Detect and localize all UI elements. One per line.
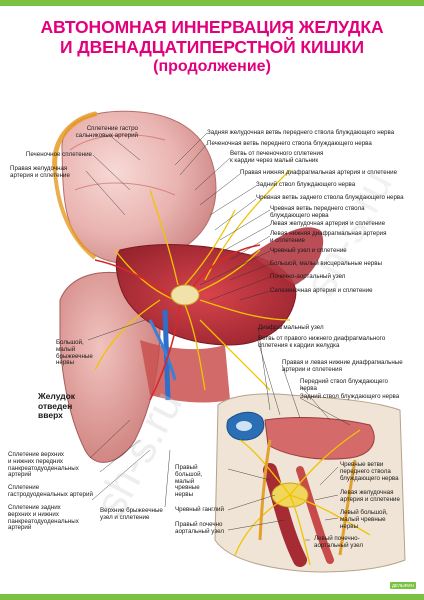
pancreas-duodenum-illustration bbox=[59, 169, 324, 463]
publisher-logo: ДЕЛЬФИН bbox=[390, 582, 416, 589]
label-right-aorticorenal: Правый почечно аортальный узел bbox=[175, 521, 224, 535]
label-left-inferior-phrenic: Левая нижняя диафрагмальная артерия и сп… bbox=[270, 230, 387, 244]
stomach-illustration bbox=[52, 110, 217, 265]
top-accent-bar bbox=[0, 0, 424, 6]
label-gastro-omental-plexus: Сплетение гастро сальниковых артерий bbox=[75, 125, 138, 139]
stomach-retracted-note: Желудок отведен вверх bbox=[38, 391, 76, 420]
label-anterior-vagal-trunk: Передний ствол блуждающего нерва bbox=[300, 378, 388, 392]
label-superior-mesenteric-ganglion: Верхние брыжеечные узел и сплетение bbox=[100, 507, 163, 521]
label-posterior-pancreaticoduodenal: Сплетение задних верхних и нижних панкре… bbox=[8, 504, 79, 532]
label-right-inferior-phrenic: Правая нижняя диафрагмальная артерия и с… bbox=[240, 169, 398, 176]
title-line-2: И ДВЕНАДЦАТИПЕРСТНОЙ КИШКИ bbox=[59, 37, 364, 57]
inset-celiac-illustration bbox=[214, 393, 406, 573]
leader-lines bbox=[85, 132, 351, 541]
label-posterior-gastric-branch: Задняя желудочная ветвь переднего ствола… bbox=[207, 129, 395, 136]
label-right-phrenic-to-cardia: Ветвь от правого нижнего диафрагмального… bbox=[258, 335, 386, 349]
poster-title: АВТОНОМНАЯ ИННЕРВАЦИЯ ЖЕЛУДКА И ДВЕНАДЦА… bbox=[0, 17, 424, 77]
label-hepatic-branch: Печеночная ветвь переднего ствола блужда… bbox=[207, 140, 372, 147]
label-posterior-vagal-trunk-inset: Задний ствол блуждающего нерва bbox=[300, 393, 400, 400]
label-splanchnic-nerves: Большой, малый висцеральные нервы bbox=[270, 260, 382, 267]
label-posterior-vagal-trunk: Задний ствол блуждающего нерва bbox=[256, 181, 356, 188]
bottom-accent-bar bbox=[0, 594, 424, 600]
label-left-gastric-inset: Левая желудочная артерия и сплетение bbox=[340, 489, 400, 503]
label-celiac-branches-anterior-inset: Чревные ветви переднего ствола блуждающе… bbox=[340, 461, 399, 482]
label-right-splanchnic: Правый большой, малый чревные нервы bbox=[175, 464, 203, 499]
label-inferior-phrenic-arteries: Правая и левая нижние диафрагмальные арт… bbox=[282, 359, 403, 373]
label-left-gastric-artery: Левая желудочная артерия и сплетение bbox=[270, 220, 386, 227]
label-aorticorenal-ganglion: Почечно-аортальный узел bbox=[270, 273, 346, 280]
label-phrenic-ganglion: Диафрагмальный узел bbox=[258, 324, 324, 331]
label-right-gastric-artery: Правая желудочная артерия и сплетение bbox=[10, 165, 70, 179]
label-celiac-branch-posterior: Чревная ветвь заднего ствола блуждающего… bbox=[256, 194, 404, 201]
title-line-1: АВТОНОМНАЯ ИННЕРВАЦИЯ ЖЕЛУДКА bbox=[40, 17, 384, 37]
label-hepatic-to-cardia: Ветвь от печеночного сплетения к кардии … bbox=[230, 150, 324, 164]
label-celiac-ganglion-inset: Чревный ганглий bbox=[175, 506, 224, 513]
label-left-splanchnic: Левый большой, малый чревные нервы bbox=[340, 509, 388, 530]
label-celiac-ganglion: Чревный узел и сплетение bbox=[270, 247, 347, 254]
label-mesenteric-nerves: Большой, малый брыжеечные нервы bbox=[56, 339, 93, 367]
label-anterior-pancreaticoduodenal: Сплетение верхних и нижних передних панк… bbox=[8, 451, 79, 479]
label-left-aorticorenal: Левый почечно- аортальный узел bbox=[314, 535, 363, 549]
title-line-3: (продолжение) bbox=[153, 58, 271, 75]
label-splenic-artery: Селезеночная артерия и сплетение bbox=[270, 287, 373, 294]
label-gastroduodenal-plexus: Сплетение гастродуоденальных артерий bbox=[8, 484, 93, 498]
label-celiac-branch-anterior: Чревная ветвь переднего ствола блуждающе… bbox=[270, 205, 365, 219]
label-hepatic-plexus: Печеночное сплетение bbox=[25, 151, 92, 158]
